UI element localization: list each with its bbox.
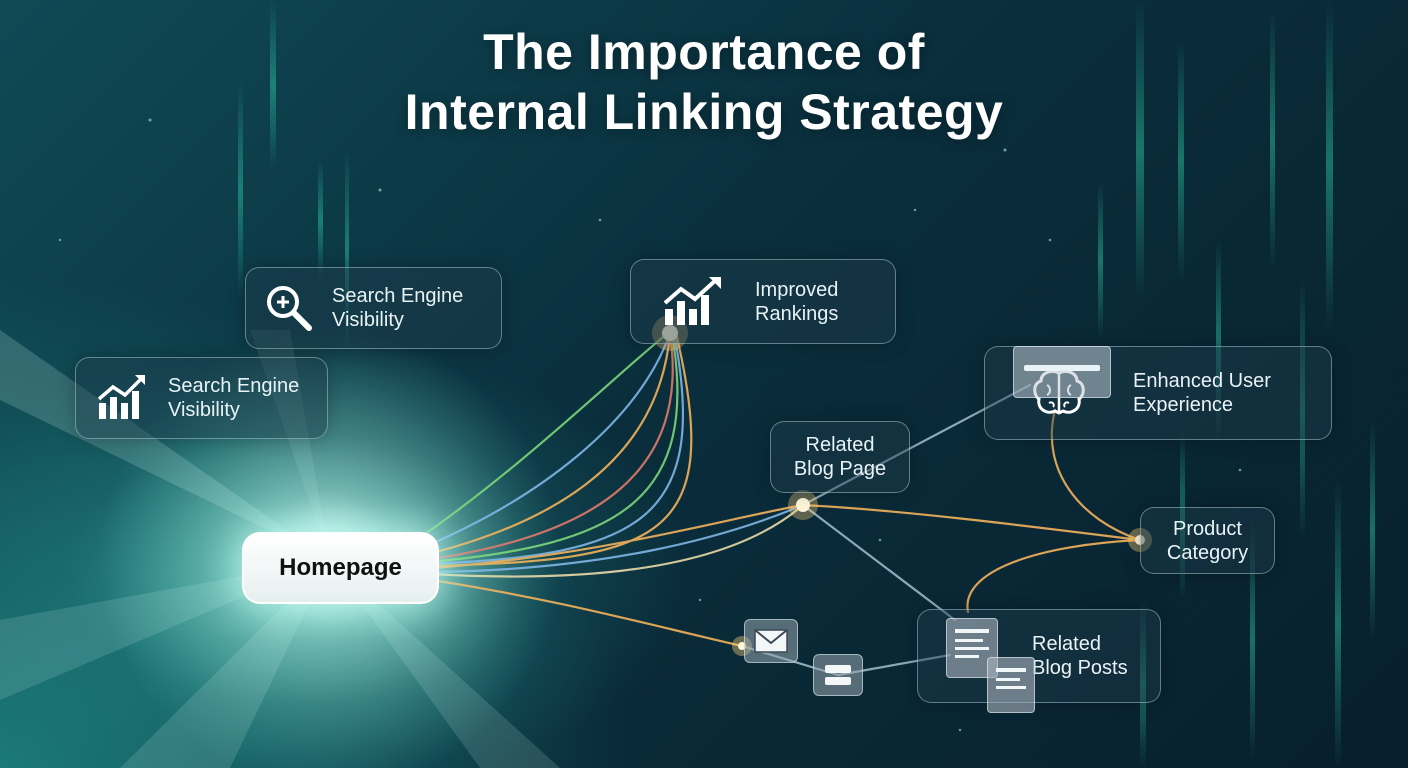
link-line	[410, 331, 672, 554]
server-icon	[813, 654, 863, 696]
card-related-blog-page: Related Blog Page	[770, 421, 910, 493]
link-line	[423, 331, 674, 562]
link-line	[418, 331, 672, 558]
card-search-engine-visibility-2: Search Engine Visibility	[75, 357, 328, 439]
homepage-label: Homepage	[279, 554, 402, 581]
card-label: Improved Rankings	[755, 278, 839, 325]
link-line	[801, 503, 957, 622]
link-line	[430, 503, 805, 570]
link-line	[430, 503, 805, 578]
card-label: Search Engine Visibility	[332, 285, 464, 331]
card-label: Product Category	[1166, 517, 1249, 564]
card-label: Related Blog Page	[793, 434, 887, 480]
code-rain	[238, 0, 1375, 768]
card-label: Related Blog Posts	[1032, 633, 1128, 679]
title-line-2: Internal Linking Strategy	[404, 84, 1004, 140]
link-line	[1050, 408, 1142, 542]
link-line	[426, 331, 679, 564]
envelope-icon	[744, 619, 798, 663]
card-product-category: Product Category	[1140, 507, 1275, 574]
browser-window-icon	[1013, 346, 1111, 398]
document-icon	[987, 657, 1035, 713]
link-line	[403, 331, 670, 550]
page-title: The Importance of Internal Linking Strat…	[0, 22, 1408, 142]
link-line	[430, 331, 693, 568]
link-nodes	[652, 315, 1152, 656]
bar-chart-trend-icon	[631, 275, 755, 329]
card-label: Search Engine Visibility	[168, 375, 300, 421]
bar-chart-trend-icon	[76, 373, 168, 423]
link-line	[430, 503, 805, 574]
magnifier-plus-icon	[246, 282, 332, 334]
card-improved-rankings: Improved Rankings	[630, 259, 896, 344]
particles	[58, 108, 1242, 732]
title-line-1: The Importance of	[483, 24, 925, 80]
link-line	[428, 331, 685, 566]
link-line	[801, 503, 1142, 542]
card-label: Enhanced User Experience	[1133, 370, 1271, 416]
homepage-node: Homepage	[242, 532, 439, 604]
card-search-engine-visibility-1: Search Engine Visibility	[245, 267, 502, 349]
link-line	[430, 578, 744, 648]
link-line	[966, 538, 1142, 614]
link-line	[801, 383, 1032, 507]
